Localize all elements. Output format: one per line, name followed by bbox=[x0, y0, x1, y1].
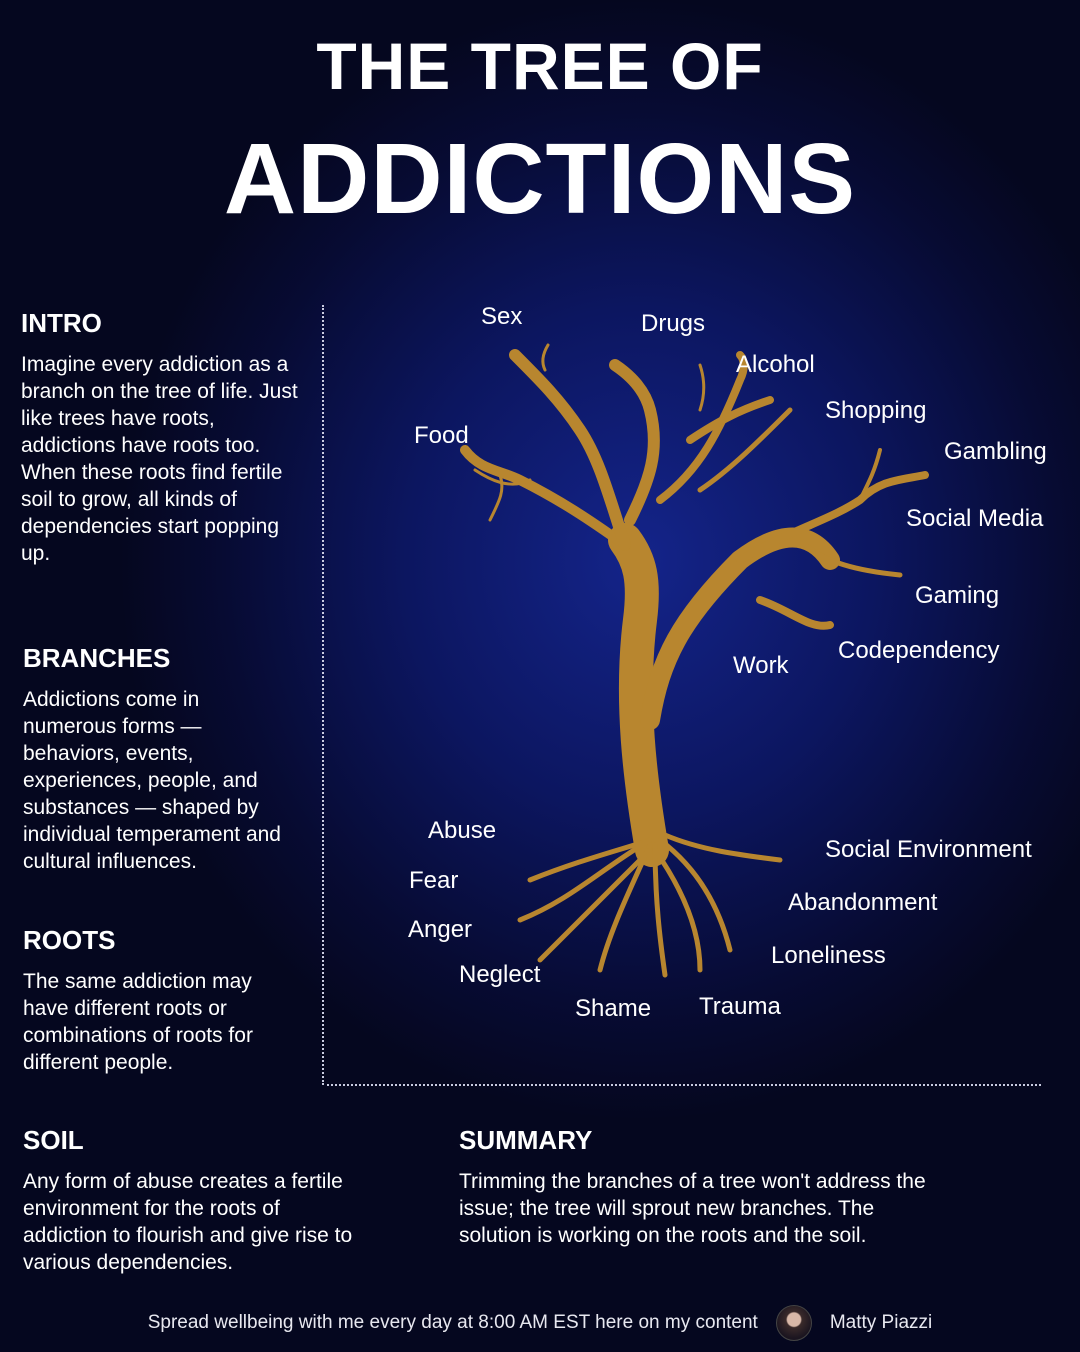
branches-body: Addictions come in numerous forms — beha… bbox=[23, 688, 281, 873]
summary-section: SUMMARY Trimming the branches of a tree … bbox=[459, 1127, 949, 1249]
dotted-divider-horizontal bbox=[327, 1084, 1041, 1086]
soil-section: SOIL Any form of abuse creates a fertile… bbox=[23, 1127, 363, 1276]
roots-section: ROOTS The same addiction may have differ… bbox=[23, 927, 298, 1076]
branch bbox=[686, 396, 774, 444]
twig bbox=[698, 363, 706, 412]
roots-body: The same addiction may have different ro… bbox=[23, 970, 253, 1074]
branch bbox=[858, 448, 882, 502]
twig bbox=[541, 343, 550, 372]
branch bbox=[736, 471, 929, 564]
roots-heading: ROOTS bbox=[23, 925, 116, 955]
summary-heading: SUMMARY bbox=[459, 1125, 593, 1155]
branch-label-sex: Sex bbox=[481, 303, 523, 330]
root-label-neglect: Neglect bbox=[459, 961, 541, 988]
root bbox=[517, 837, 653, 923]
footer-text: Spread wellbeing with me every day at 8:… bbox=[147, 1312, 758, 1334]
root bbox=[527, 837, 653, 883]
intro-heading: INTRO bbox=[21, 308, 102, 338]
root-label-loneliness: Loneliness bbox=[771, 942, 886, 969]
branches-section: BRANCHES Addictions come in numerous for… bbox=[23, 645, 293, 875]
footer-author[interactable]: Matty Piazzi bbox=[829, 1312, 933, 1334]
root bbox=[657, 837, 733, 953]
root-label-anger: Anger bbox=[408, 916, 473, 943]
root bbox=[597, 842, 653, 973]
twig bbox=[488, 473, 504, 522]
branches-heading: BRANCHES bbox=[23, 643, 171, 673]
intro-body: Imagine every addiction as a branch on t… bbox=[21, 353, 298, 565]
root-label-abuse: Abuse bbox=[428, 817, 497, 844]
branch-label-gambling: Gambling bbox=[944, 438, 1047, 465]
intro-section: INTRO Imagine every addiction as a branc… bbox=[21, 310, 301, 567]
root-label-shame: Shame bbox=[575, 995, 652, 1022]
tree-trunk bbox=[608, 523, 669, 867]
root bbox=[652, 847, 703, 973]
branch bbox=[797, 537, 903, 578]
branch bbox=[656, 351, 748, 504]
root bbox=[537, 847, 653, 963]
root bbox=[652, 842, 668, 978]
branch-label-gaming: Gaming bbox=[915, 582, 1000, 609]
summary-body: Trimming the branches of a tree won't ad… bbox=[459, 1170, 926, 1247]
root-label-trauma: Trauma bbox=[699, 993, 781, 1020]
root bbox=[662, 832, 783, 863]
branch-label-drugs: Drugs bbox=[641, 310, 706, 337]
title-line2: ADDICTIONS bbox=[223, 123, 857, 235]
branch-label-work: Work bbox=[733, 652, 789, 679]
branch bbox=[509, 349, 631, 551]
branch-label-shopping: Shopping bbox=[825, 397, 927, 424]
branch bbox=[609, 359, 660, 526]
branch bbox=[756, 596, 834, 630]
soil-heading: SOIL bbox=[23, 1125, 84, 1155]
footer: Spread wellbeing with me every day at 8:… bbox=[0, 1305, 1080, 1341]
root-label-social-environment: Social Environment bbox=[825, 836, 1032, 863]
title-line1: THE TREE OF bbox=[316, 29, 764, 103]
tree-trunk-right bbox=[640, 527, 840, 730]
branch bbox=[697, 407, 793, 493]
branch-label-codependency: Codependency bbox=[838, 637, 1000, 664]
soil-body: Any form of abuse creates a fertile envi… bbox=[23, 1170, 353, 1274]
branch-label-food: Food bbox=[414, 422, 469, 449]
dotted-divider-vertical bbox=[322, 305, 324, 1085]
branch-label-social-media: Social Media bbox=[906, 505, 1044, 532]
root-label-abandonment: Abandonment bbox=[788, 889, 938, 916]
root-label-fear: Fear bbox=[409, 867, 459, 894]
avatar bbox=[775, 1305, 812, 1341]
branch-label-alcohol: Alcohol bbox=[736, 351, 815, 378]
